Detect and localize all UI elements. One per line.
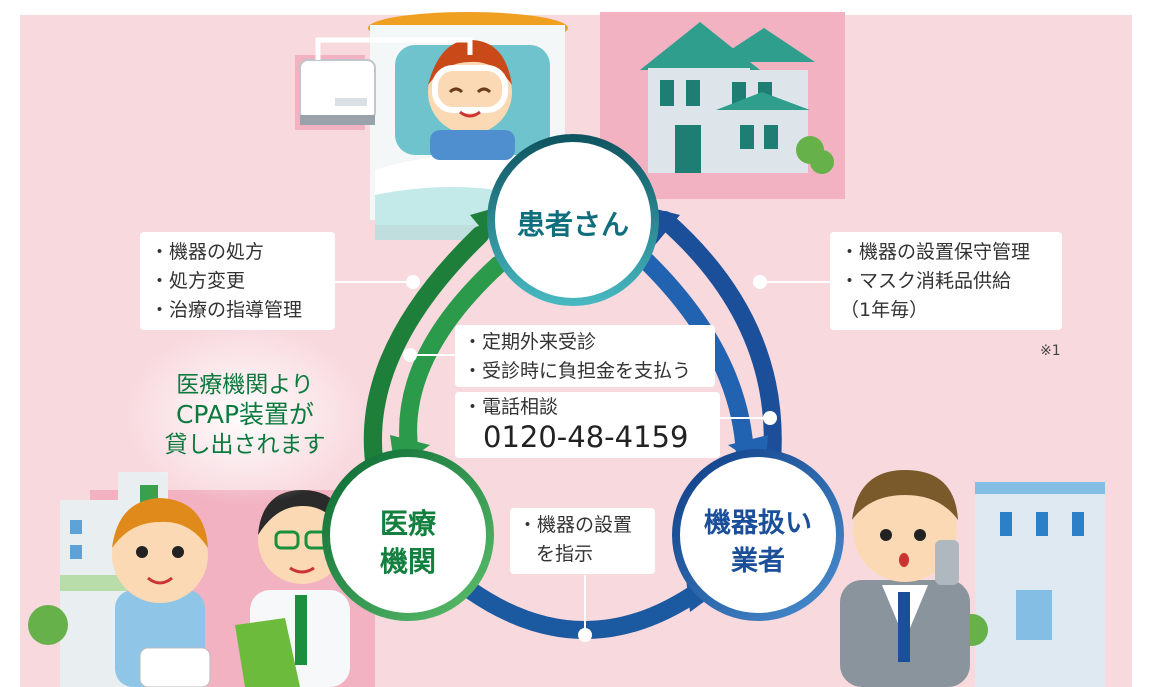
arrow-patient-to-supplier — [631, 246, 754, 464]
connector-lines — [335, 275, 830, 642]
box-line: ・機器の処方 — [150, 241, 265, 263]
office-building — [956, 482, 1105, 687]
box-line: ・処方変更 — [150, 270, 246, 292]
box-line: ・機器の設置 — [518, 514, 633, 536]
box-line: （1年毎） — [840, 299, 929, 321]
doctor-illustration — [235, 490, 350, 687]
box-patient-to-supplier: ・電話相談 0120-48-4159 — [455, 392, 720, 458]
house-illustration — [640, 22, 834, 174]
node-supplier-label: 機器扱い業者 — [704, 508, 812, 577]
footnote: ※1 — [1040, 343, 1061, 359]
box-line: ・受診時に負担金を支払う — [463, 360, 692, 382]
node-supplier-circle — [672, 449, 844, 621]
node-patient-label: 患者さん — [516, 208, 629, 241]
node-hospital-circle — [322, 449, 494, 621]
phone-number: 0120-48-4159 — [483, 420, 689, 454]
businessman-illustration — [840, 470, 970, 687]
box-line: ・マスク消耗品供給 — [840, 270, 1012, 292]
patient-illustration — [299, 12, 568, 240]
node-patient-circle — [487, 134, 659, 306]
callout-line: 医療機関より — [176, 372, 314, 398]
box-line: ・定期外来受診 — [463, 331, 597, 353]
box-line: ・治療の指導管理 — [150, 299, 303, 321]
box-patient-to-hospital: ・定期外来受診 ・受診時に負担金を支払う — [455, 325, 715, 387]
arrow-patient-to-hospital — [399, 256, 507, 464]
box-hospital-to-patient: ・機器の処方 ・処方変更 ・治療の指導管理 — [140, 232, 335, 330]
callout-line: CPAP装置が — [175, 400, 315, 429]
box-line: を指示 — [536, 543, 594, 565]
box-hospital-to-supplier: ・機器の設置 を指示 — [510, 508, 655, 574]
node-hospital-label: 医療機関 — [379, 507, 436, 578]
callout-line: 貸し出されます — [164, 432, 326, 458]
arrow-supplier-to-patient — [656, 211, 782, 489]
callout-text: 医療機関より CPAP装置が 貸し出されます — [140, 370, 350, 460]
box-line: ・電話相談 — [463, 396, 559, 418]
box-supplier-to-patient: ・機器の設置保守管理 ・マスク消耗品供給 （1年毎） — [830, 232, 1062, 330]
box-line: ・機器の設置保守管理 — [840, 241, 1031, 263]
nurse-illustration — [112, 498, 211, 687]
